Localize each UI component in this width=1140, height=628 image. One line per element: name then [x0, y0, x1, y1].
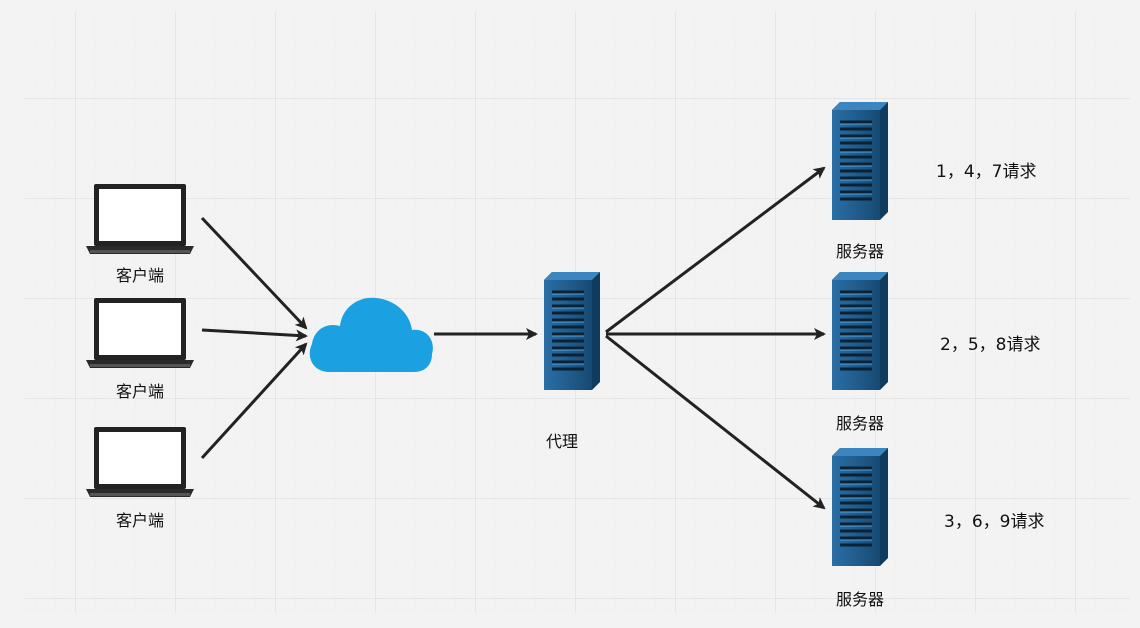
arrow-proxy-to-server1: [605, 166, 826, 334]
client-laptop-1: [86, 184, 194, 254]
server-note-2: 2，5，8请求: [940, 335, 1041, 355]
proxy-server-icon: [542, 270, 602, 392]
client-label-1: 客户端: [115, 266, 165, 285]
server-note-3: 3，6，9请求: [944, 512, 1045, 532]
proxy-label: 代理: [545, 432, 579, 451]
server-label-1: 服务器: [835, 242, 885, 261]
client-laptop-3: [86, 427, 194, 497]
server-icon-2: [830, 270, 890, 392]
server-icon-1: [830, 100, 890, 222]
client-laptop-2: [86, 298, 194, 368]
server-note-1: 1，4，7请求: [936, 162, 1037, 182]
cloud-icon: [309, 297, 433, 372]
arrow-proxy-to-server3: [605, 334, 826, 510]
server-label-2: 服务器: [835, 414, 885, 433]
arrow-client3-to-cloud: [200, 342, 308, 460]
client-label-2: 客户端: [115, 382, 165, 401]
arrow-client2-to-cloud: [201, 328, 308, 342]
server-label-3: 服务器: [835, 590, 885, 609]
server-icon-3: [830, 446, 890, 568]
arrow-client1-to-cloud: [200, 216, 308, 330]
client-label-3: 客户端: [115, 511, 165, 530]
